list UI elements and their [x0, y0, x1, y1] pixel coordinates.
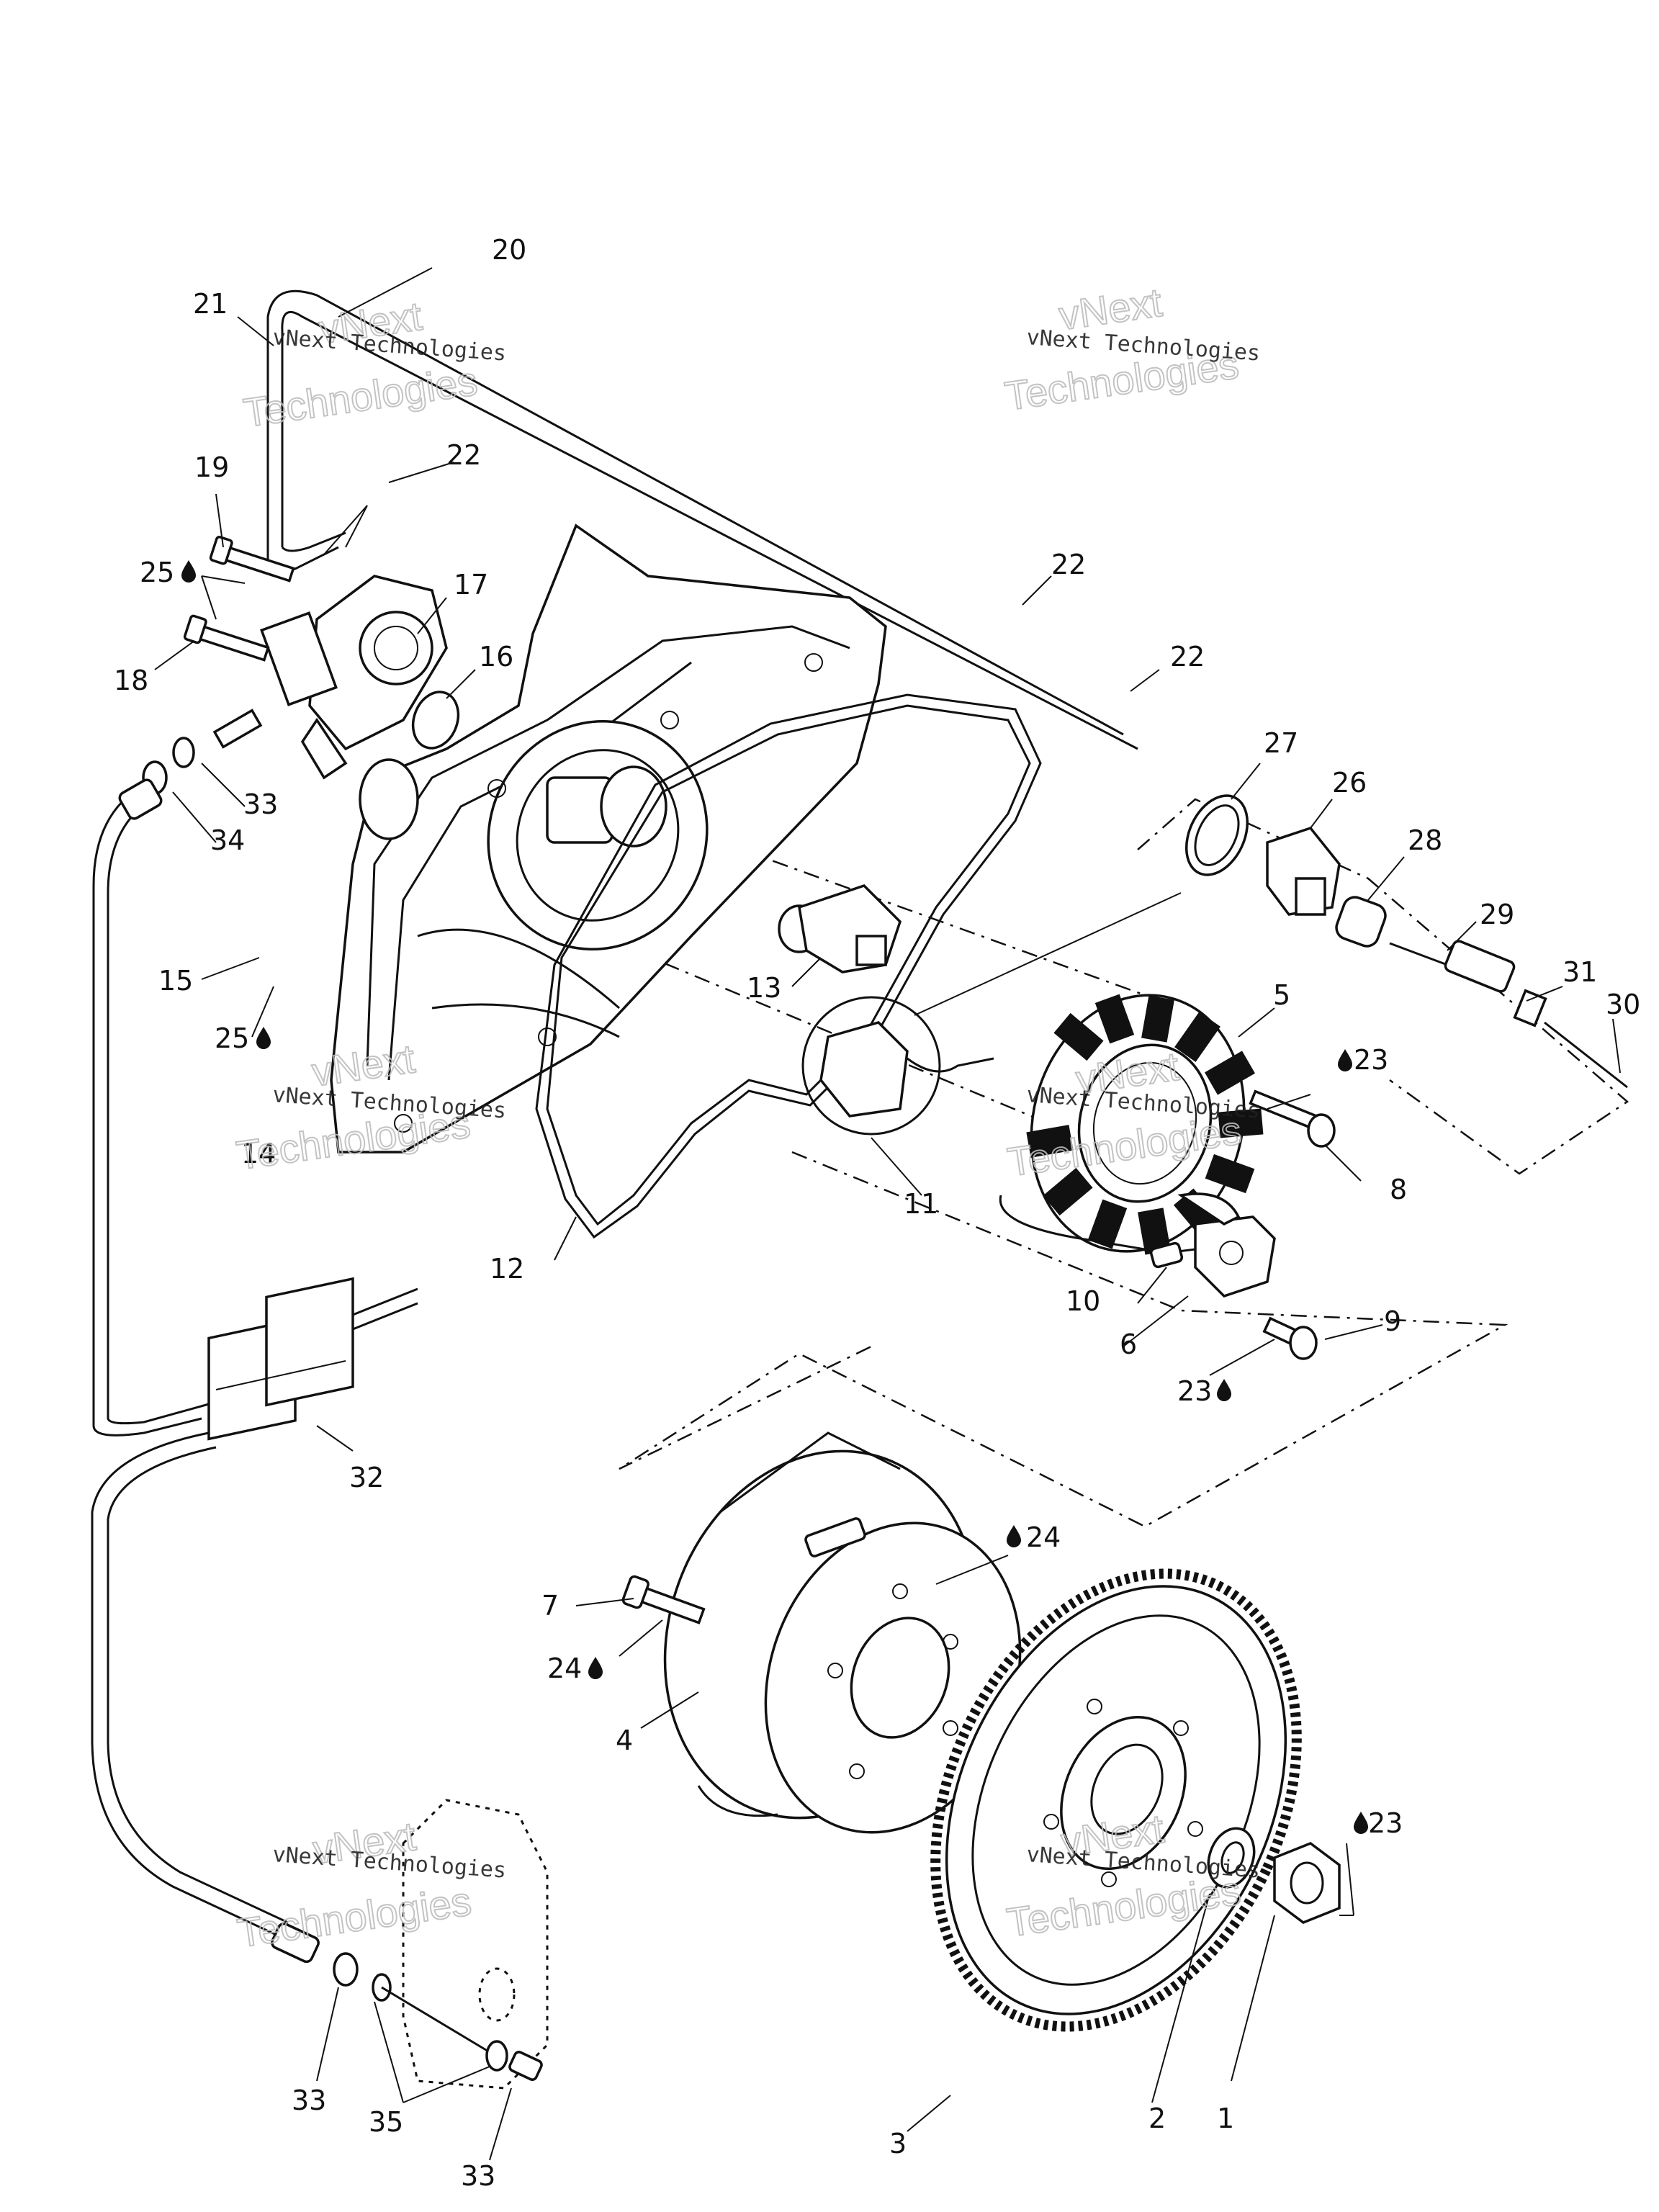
- ring-gear-3: [930, 1568, 1302, 2032]
- callout-34: 34: [210, 824, 245, 856]
- callout-25b: 25: [215, 1022, 249, 1054]
- nut-1: [1273, 1842, 1341, 1924]
- fitting-33-34: [118, 709, 263, 820]
- callout-27: 27: [1264, 727, 1298, 759]
- callout-21: 21: [193, 288, 228, 320]
- pump-17: [260, 575, 448, 780]
- watermark-big-bottom: Technologies: [235, 1878, 474, 1956]
- callout-12: 12: [490, 1253, 524, 1285]
- callout-35: 35: [369, 2106, 403, 2138]
- sensor-33-35: [271, 1922, 543, 2081]
- oil-drop-icon: [1338, 1049, 1352, 1071]
- callout-11: 11: [904, 1188, 938, 1220]
- callout-14: 14: [241, 1138, 276, 1169]
- callout-15: 15: [158, 965, 193, 997]
- o-ring-16: [411, 691, 460, 750]
- callout-7: 7: [541, 1590, 559, 1622]
- callout-22a: 22: [446, 439, 481, 471]
- callout-6: 6: [1120, 1328, 1137, 1360]
- stator-wire: [999, 1195, 1225, 1254]
- callout-24a: 24: [1026, 1521, 1061, 1553]
- rotor-4: [663, 1431, 1022, 1834]
- callout-31: 31: [1563, 956, 1597, 988]
- callout-33a: 33: [243, 788, 278, 820]
- oil-drop-icon: [1217, 1379, 1231, 1401]
- callout-23a: 23: [1354, 1044, 1388, 1076]
- callout-20: 20: [492, 234, 526, 266]
- screw-10: [1149, 1241, 1184, 1269]
- callout-labels: 20 21 22 19 25 17 16 18 22 22 27 26 28 2…: [114, 234, 1640, 2192]
- leader-detail: [914, 892, 1182, 1016]
- bolt-9: [1262, 1316, 1318, 1360]
- callout-22c: 22: [1170, 641, 1205, 673]
- callout-5: 5: [1273, 979, 1290, 1011]
- bolt-8: [1249, 1089, 1336, 1148]
- callout-8: 8: [1390, 1174, 1407, 1205]
- oil-drop-icon: [588, 1657, 603, 1679]
- leader-lines: [154, 267, 1621, 2161]
- callout-2: 2: [1148, 2103, 1166, 2134]
- connector-group: [1184, 794, 1628, 1089]
- watermark-big-bottom: Technologies: [240, 358, 480, 436]
- callout-9: 9: [1384, 1305, 1401, 1337]
- detail-circle-11: [801, 996, 994, 1136]
- callout-17: 17: [454, 569, 488, 601]
- connector-32: [207, 1277, 354, 1441]
- callout-16: 16: [479, 641, 513, 673]
- cover-14: [330, 523, 887, 1154]
- callout-28: 28: [1408, 824, 1442, 856]
- callout-23c: 23: [1368, 1807, 1403, 1839]
- washer-2: [1207, 1827, 1256, 1889]
- bolts-18-19: [183, 535, 295, 662]
- callout-13: 13: [747, 972, 781, 1004]
- callout-23b: 23: [1177, 1375, 1212, 1407]
- bolt-7: [621, 1575, 706, 1624]
- callout-26: 26: [1332, 767, 1367, 799]
- pickup-6: [1177, 1192, 1276, 1298]
- stator-5: [1026, 994, 1264, 1255]
- callout-4: 4: [616, 1725, 633, 1756]
- callout-18: 18: [114, 665, 148, 696]
- oil-drop-icon: [256, 1027, 271, 1049]
- callout-25a: 25: [140, 557, 174, 588]
- callout-19: 19: [194, 451, 229, 483]
- oil-drop-icon: [1354, 1812, 1368, 1834]
- bracket-lower: [402, 1799, 549, 2090]
- oil-drop-icon: [1007, 1525, 1021, 1547]
- callout-1: 1: [1217, 2103, 1234, 2134]
- callout-32: 32: [349, 1462, 384, 1493]
- callout-30: 30: [1606, 989, 1640, 1020]
- callout-10: 10: [1066, 1285, 1100, 1317]
- callout-22b: 22: [1051, 549, 1086, 580]
- hub-13: [778, 884, 902, 974]
- callout-29: 29: [1480, 899, 1514, 930]
- callout-3: 3: [889, 2128, 907, 2159]
- callout-33c: 33: [461, 2160, 495, 2192]
- callout-33b: 33: [292, 2085, 326, 2116]
- callout-24b: 24: [547, 1653, 582, 1684]
- oil-drop-icon: [181, 560, 196, 583]
